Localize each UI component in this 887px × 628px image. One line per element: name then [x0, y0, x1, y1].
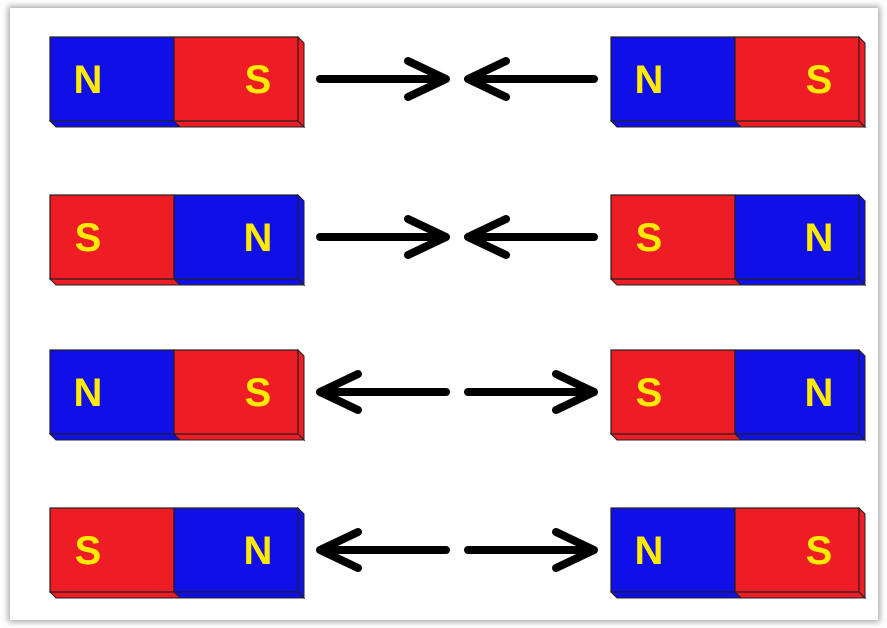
magnet-bevel-side — [297, 348, 305, 442]
arrow-head — [404, 215, 450, 259]
arrow-left-row-4 — [316, 528, 450, 572]
arrow-right-row-3 — [464, 370, 598, 414]
north-pole — [49, 36, 175, 122]
north-pole — [173, 194, 299, 280]
south-pole — [734, 507, 860, 593]
arrow-head — [464, 215, 510, 259]
arrow-left-row-3 — [316, 370, 450, 414]
pole-label: N — [244, 216, 273, 260]
magnet-bevel-side — [297, 35, 305, 129]
arrow-left-row-2 — [464, 215, 598, 259]
pole-label: S — [636, 371, 663, 415]
arrow-right-row-1 — [316, 57, 450, 101]
arrow-head — [464, 57, 510, 101]
south-pole — [49, 194, 175, 280]
south-pole — [173, 36, 299, 122]
magnet-bevel-bottom-right — [172, 433, 306, 441]
magnet-bevel-side — [297, 193, 305, 287]
magnet-bevel-bottom-right — [733, 591, 867, 599]
north-pole — [173, 507, 299, 593]
north-pole — [49, 349, 175, 435]
arrow-head — [552, 370, 598, 414]
south-pole — [610, 194, 736, 280]
pole-label: N — [244, 529, 273, 573]
pole-label: S — [245, 58, 272, 102]
pole-label: S — [806, 58, 833, 102]
magnet-bevel-bottom-right — [733, 433, 867, 441]
south-pole — [49, 507, 175, 593]
pole-label: S — [245, 371, 272, 415]
magnet-bevel-side — [858, 506, 866, 600]
pole-label: N — [805, 371, 834, 415]
north-pole — [610, 36, 736, 122]
arrow-head — [552, 528, 598, 572]
magnet-bevel-bottom-right — [172, 120, 306, 128]
pole-label: N — [74, 58, 103, 102]
north-pole — [734, 349, 860, 435]
magnet-bevel-bottom-right — [733, 120, 867, 128]
arrow-head — [316, 528, 362, 572]
magnet-bevel-side — [858, 193, 866, 287]
north-pole — [734, 194, 860, 280]
pole-label: S — [636, 216, 663, 260]
magnet-bevel-side — [858, 35, 866, 129]
arrow-left-row-1 — [464, 57, 598, 101]
magnet-bevel-bottom-right — [733, 278, 867, 286]
south-pole — [173, 349, 299, 435]
arrow-right-row-2 — [316, 215, 450, 259]
pole-label: S — [806, 529, 833, 573]
pole-label: N — [74, 371, 103, 415]
pole-label: S — [75, 529, 102, 573]
south-pole — [734, 36, 860, 122]
pole-label: N — [635, 58, 664, 102]
magnet-bevel-side — [297, 506, 305, 600]
arrow-head — [404, 57, 450, 101]
magnet-bevel-bottom-right — [172, 278, 306, 286]
arrow-right-row-4 — [464, 528, 598, 572]
south-pole — [610, 349, 736, 435]
pole-label: N — [635, 529, 664, 573]
north-pole — [610, 507, 736, 593]
pole-label: N — [805, 216, 834, 260]
pole-label: S — [75, 216, 102, 260]
magnet-bevel-bottom-right — [172, 591, 306, 599]
magnet-bevel-side — [858, 348, 866, 442]
arrow-head — [316, 370, 362, 414]
